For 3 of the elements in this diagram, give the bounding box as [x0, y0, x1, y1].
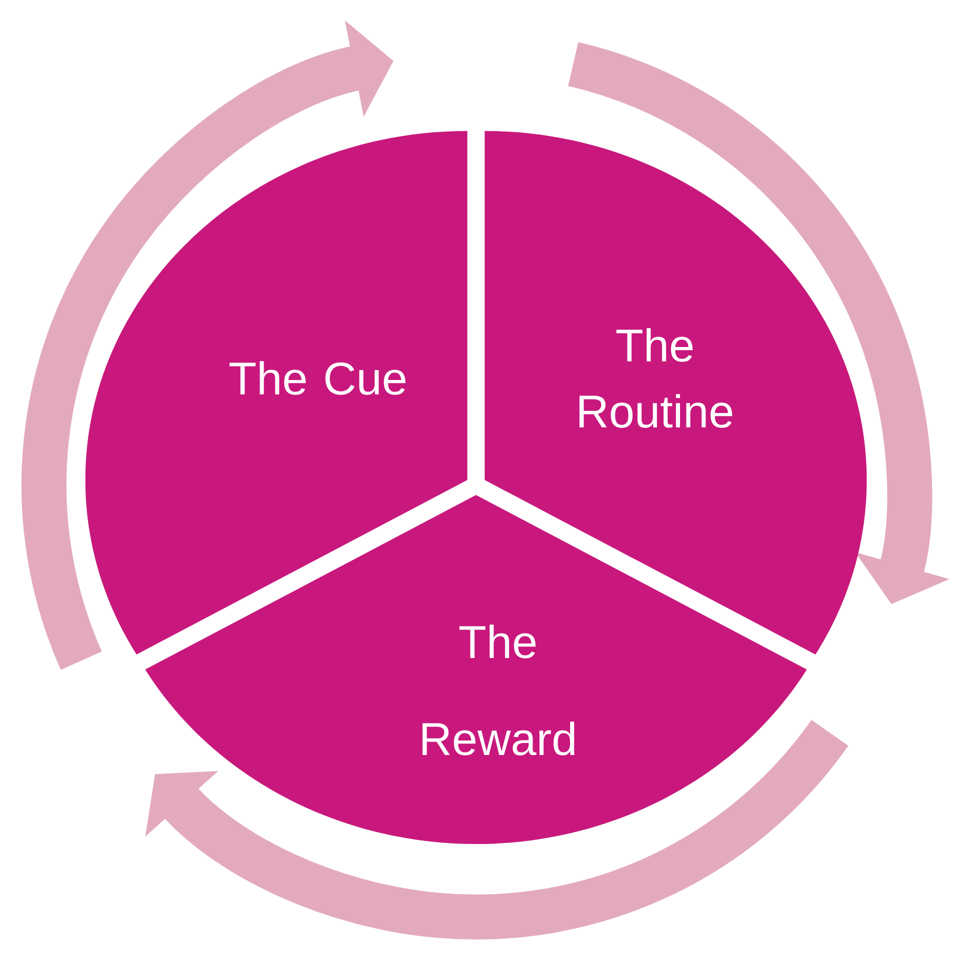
node-label: The Cue [230, 361, 406, 395]
node-label: The Routine [580, 328, 732, 428]
pie-sector: The Reward [145, 495, 807, 844]
